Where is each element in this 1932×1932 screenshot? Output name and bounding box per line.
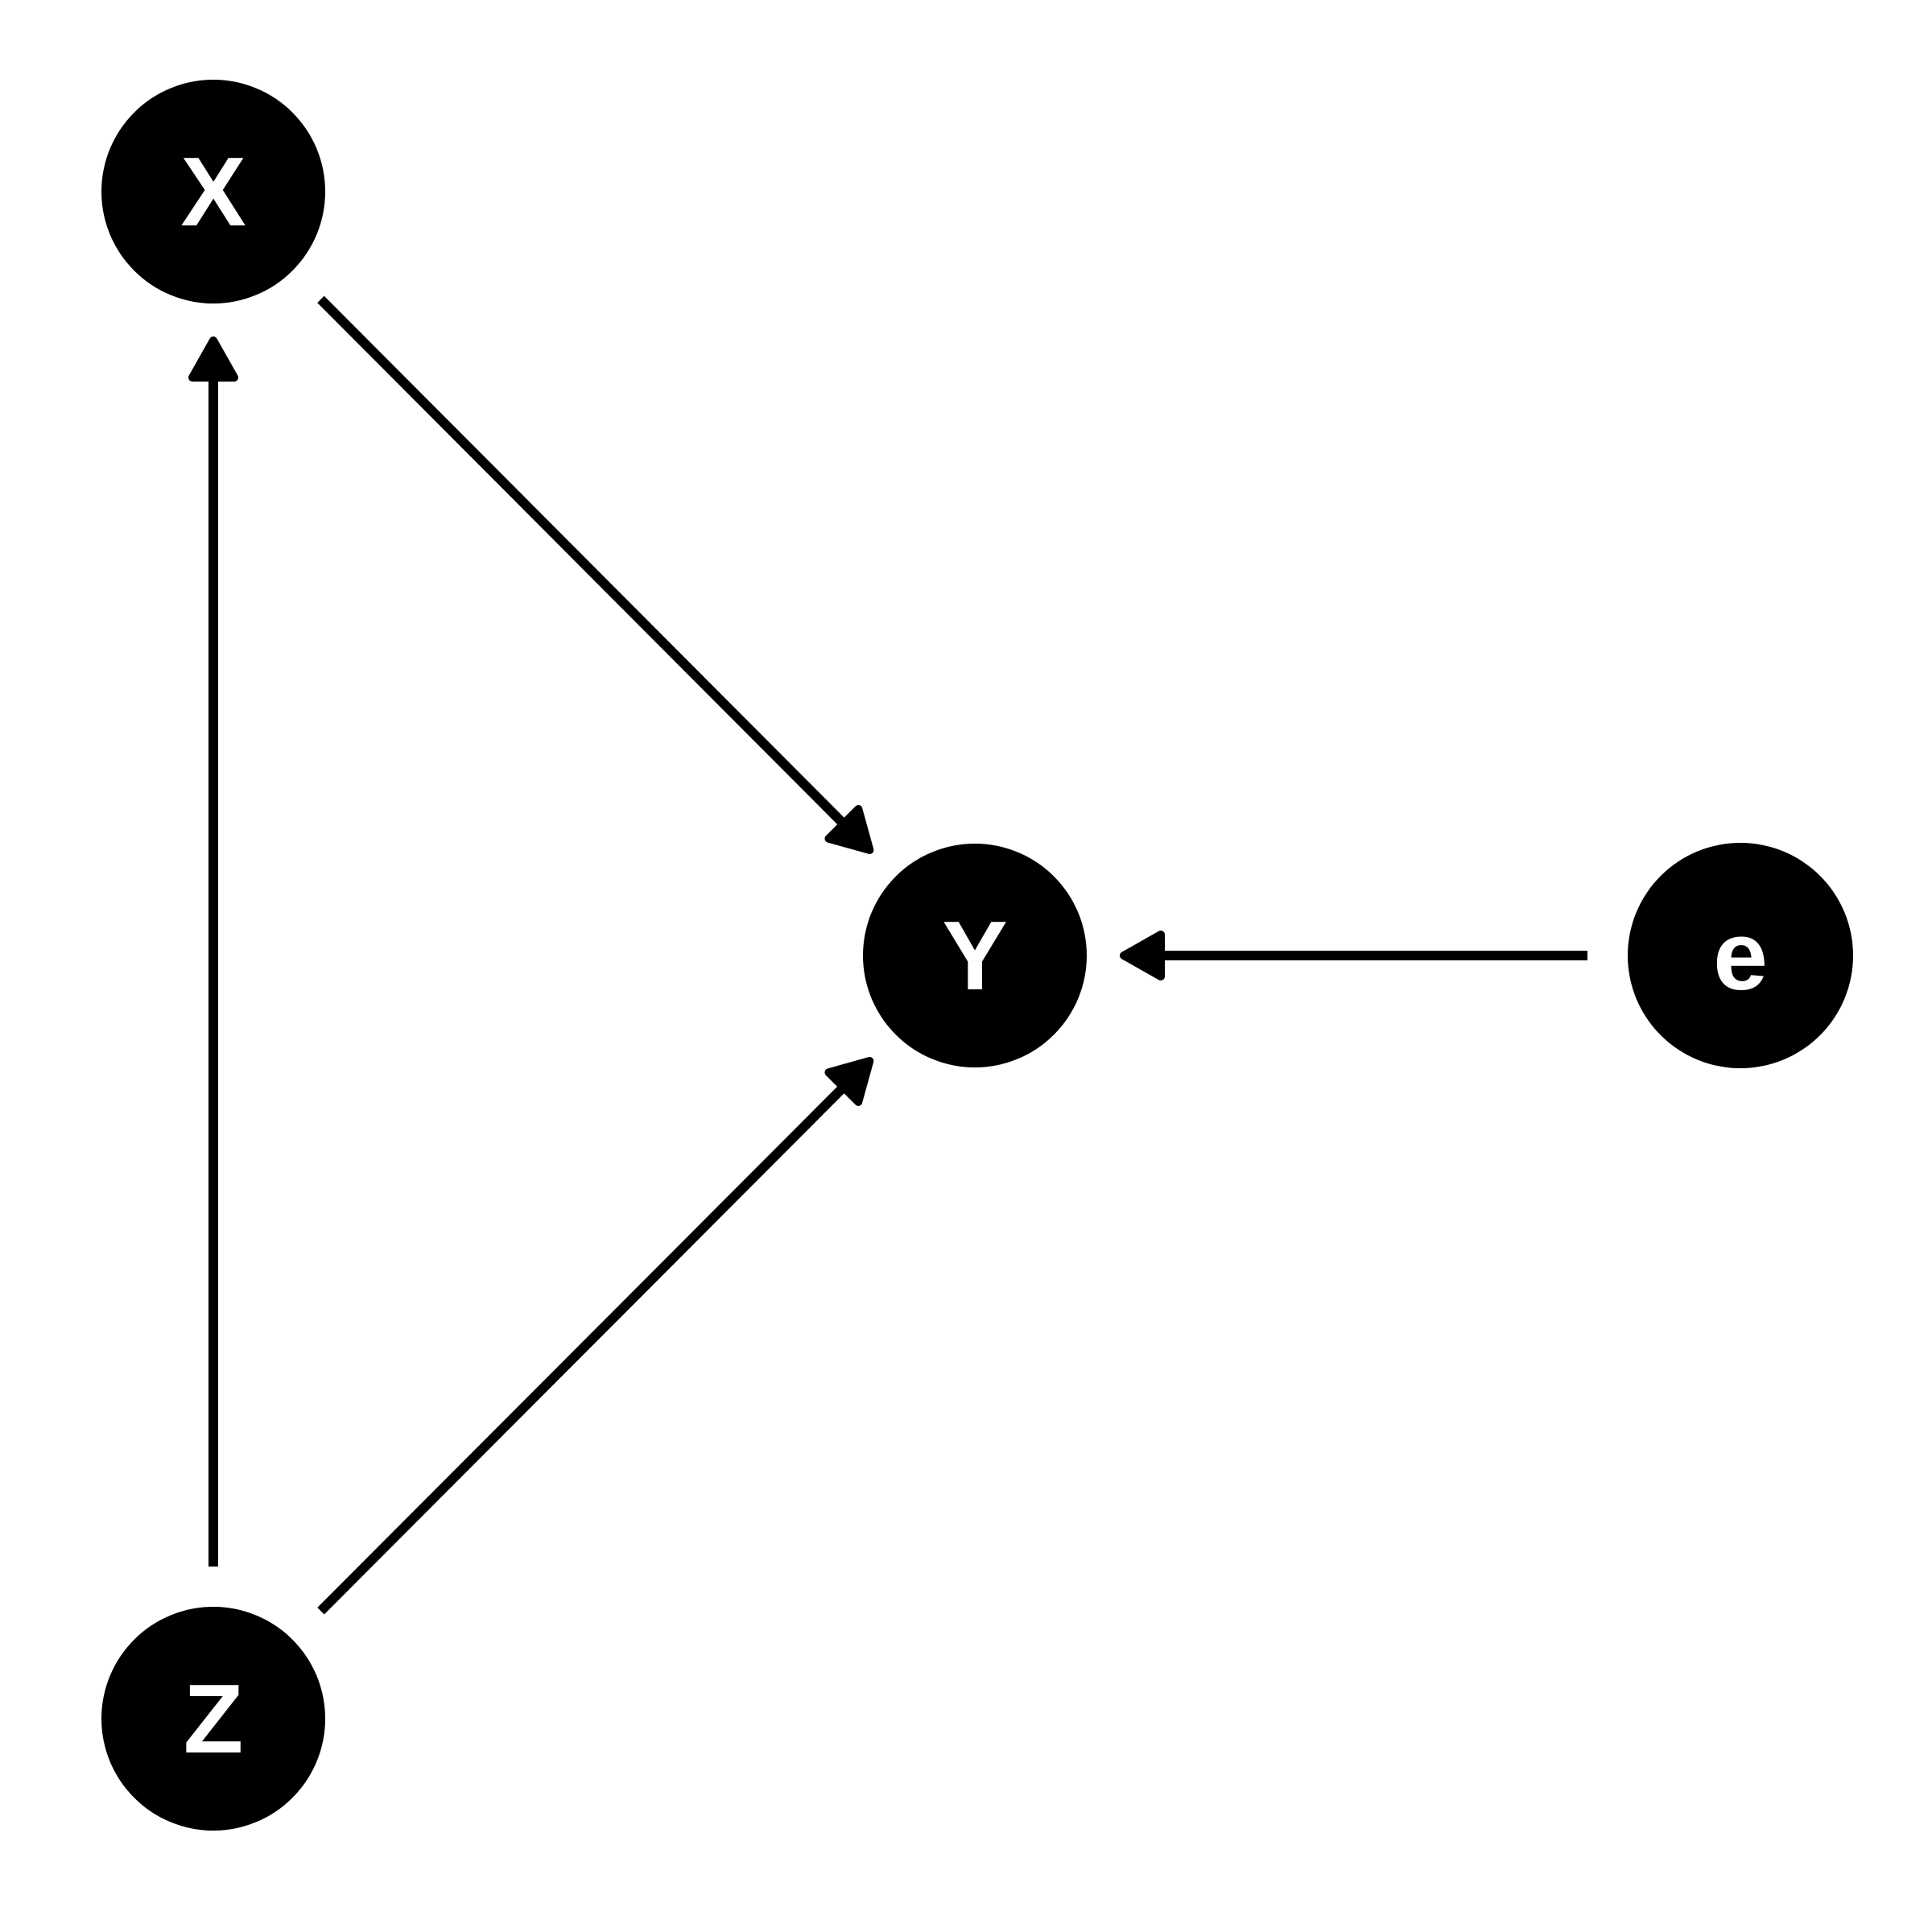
edge-Z-to-Y: [317, 1056, 874, 1615]
edge-X-to-Y: [317, 295, 874, 854]
arrowhead-icon: [188, 336, 238, 382]
node-circle-Z: [101, 1607, 325, 1831]
node-e: e: [1628, 843, 1853, 1068]
arrowhead-icon: [824, 1056, 874, 1106]
node-label-e: e: [1713, 901, 1768, 1010]
nodes-layer: X Y Ze: [101, 80, 1853, 1831]
edges-layer: [188, 295, 1587, 1615]
node-label-Y: Y: [942, 901, 1007, 1010]
edge-Z-to-X: [188, 336, 238, 1567]
arrowhead-icon: [824, 805, 874, 854]
edge-line-Z-Y: [317, 1080, 851, 1615]
node-label-X: X: [180, 137, 246, 246]
node-circle-X: [101, 80, 325, 303]
node-label-Z: Z: [184, 1664, 244, 1773]
edge-e-to-Y: [1120, 931, 1587, 980]
node-X: X: [101, 80, 325, 303]
edge-line-X-Y: [317, 295, 851, 831]
node-circle-Y: [863, 844, 1087, 1067]
node-circle-e: [1628, 843, 1853, 1068]
arrowhead-icon: [1120, 931, 1165, 980]
node-Z: Z: [101, 1607, 325, 1831]
node-Y: Y: [863, 844, 1087, 1067]
